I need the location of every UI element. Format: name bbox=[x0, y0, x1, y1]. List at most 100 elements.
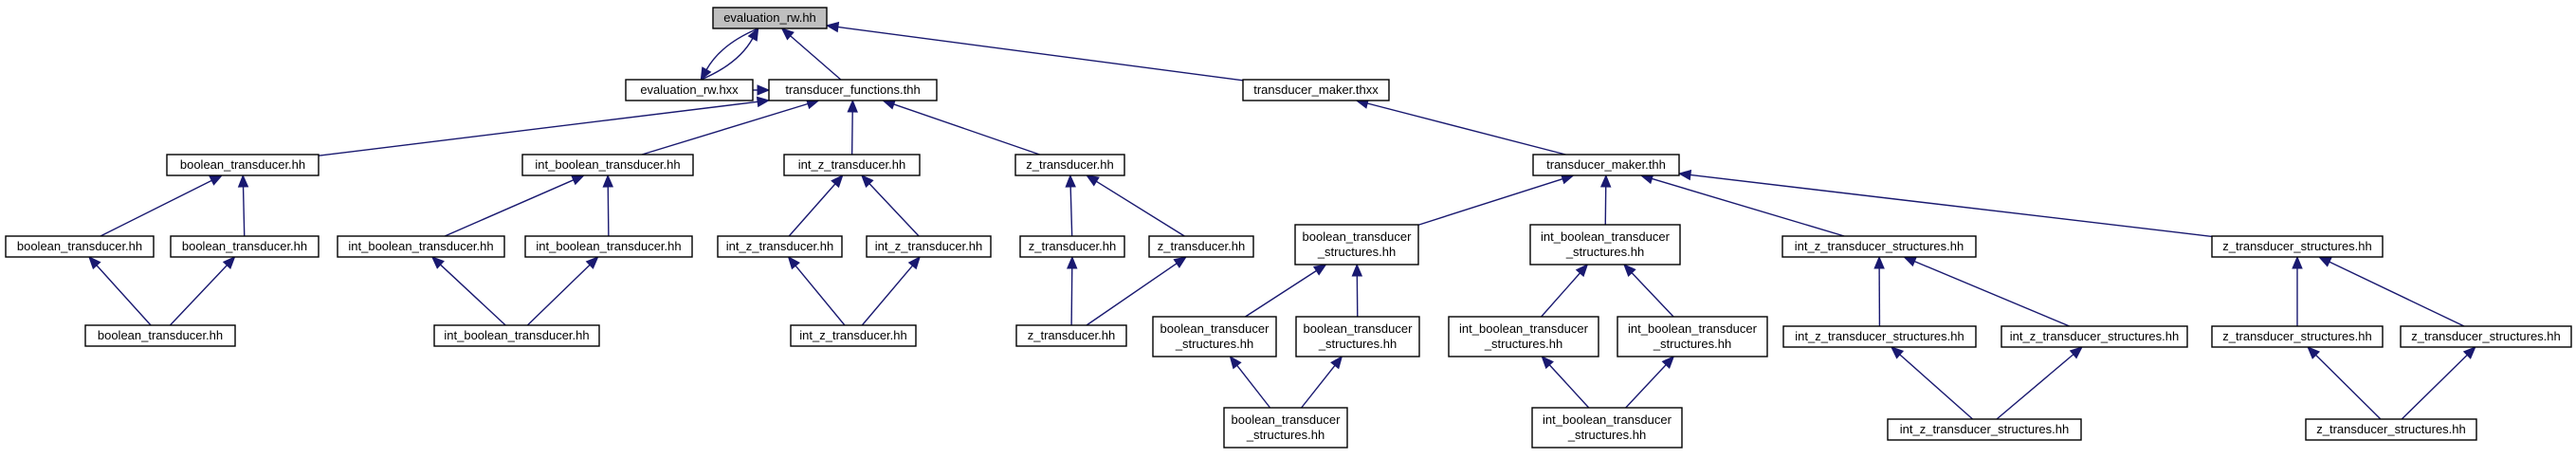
graph-node[interactable]: int_boolean_transducer_structures.hh bbox=[1617, 316, 1768, 357]
node-box[interactable] bbox=[768, 79, 938, 101]
graph-node[interactable]: z_transducer_structures.hh bbox=[2211, 235, 2384, 258]
node-label: z_transducer_structures.hh bbox=[2316, 422, 2466, 436]
node-label: evaluation_rw.hh bbox=[723, 10, 816, 25]
graph-node[interactable]: boolean_transducer_structures.hh bbox=[1295, 316, 1420, 357]
node-box[interactable] bbox=[783, 154, 921, 176]
graph-node[interactable]: z_transducer.hh bbox=[1019, 235, 1125, 258]
edge-line bbox=[1690, 174, 2213, 238]
node-label: z_transducer.hh bbox=[1158, 239, 1246, 253]
edge-line bbox=[607, 186, 610, 237]
graph-node[interactable]: int_boolean_transducer_structures.hh bbox=[1529, 224, 1681, 266]
node-box[interactable] bbox=[2400, 325, 2572, 348]
graph-node[interactable]: int_z_transducer.hh bbox=[866, 235, 992, 258]
edge-n24-to-n16 bbox=[1086, 256, 1188, 326]
node-box[interactable] bbox=[84, 324, 236, 347]
graph-node[interactable]: int_z_transducer_structures.hh bbox=[1782, 325, 1977, 348]
node-box[interactable] bbox=[1781, 235, 1977, 258]
arrowhead bbox=[1086, 174, 1100, 187]
node-label: _structures.hh bbox=[1653, 337, 1731, 351]
node-box[interactable] bbox=[2305, 418, 2477, 441]
node-box[interactable] bbox=[1448, 316, 1599, 357]
graph-node-root[interactable]: evaluation_rw.hh bbox=[712, 7, 828, 29]
graph-node[interactable]: int_boolean_transducer_structures.hh bbox=[1448, 316, 1599, 357]
node-box[interactable] bbox=[2211, 325, 2384, 348]
graph-node[interactable]: int_boolean_transducer_structures.hh bbox=[1531, 407, 1683, 449]
arrowhead bbox=[1229, 355, 1242, 370]
edge-n28-to-n18 bbox=[1623, 264, 1674, 318]
graph-node[interactable]: int_boolean_transducer.hh bbox=[521, 154, 694, 176]
graph-node[interactable]: z_transducer_structures.hh bbox=[2305, 418, 2477, 441]
node-label: int_z_transducer.hh bbox=[798, 157, 905, 172]
node-label: int_z_transducer_structures.hh bbox=[2010, 329, 2179, 343]
edge-n1-to-n0 bbox=[701, 27, 759, 81]
node-box[interactable] bbox=[790, 324, 917, 347]
node-box[interactable] bbox=[521, 154, 694, 176]
graph-node[interactable]: int_z_transducer.hh bbox=[783, 154, 921, 176]
node-box[interactable] bbox=[1529, 224, 1681, 266]
graph-node[interactable]: int_boolean_transducer.hh bbox=[337, 235, 505, 258]
edge-n33-to-n26 bbox=[1301, 355, 1343, 409]
node-box[interactable] bbox=[717, 235, 843, 258]
graph-node[interactable]: boolean_transducer.hh bbox=[84, 324, 236, 347]
graph-node[interactable]: transducer_maker.thh bbox=[1532, 154, 1680, 176]
node-box[interactable] bbox=[1152, 316, 1277, 357]
graph-node[interactable]: evaluation_rw.hxx bbox=[625, 79, 754, 101]
graph-node[interactable]: z_transducer_structures.hh bbox=[2211, 325, 2384, 348]
edge-line bbox=[169, 265, 228, 326]
node-box[interactable] bbox=[1294, 224, 1419, 266]
node-box[interactable] bbox=[2211, 235, 2384, 258]
edge-line bbox=[1996, 354, 2074, 420]
node-box[interactable] bbox=[1242, 79, 1390, 101]
arrowhead bbox=[1677, 169, 1692, 181]
graph-node[interactable]: boolean_transducer_structures.hh bbox=[1223, 407, 1348, 449]
node-box[interactable] bbox=[625, 79, 754, 101]
node-box[interactable] bbox=[5, 235, 155, 258]
edge-line bbox=[318, 101, 758, 156]
edge-n9-to-n4 bbox=[100, 174, 224, 237]
graph-node[interactable]: transducer_functions.thh bbox=[768, 79, 938, 101]
graph-node[interactable]: int_boolean_transducer.hh bbox=[524, 235, 693, 258]
graph-node[interactable]: boolean_transducer_structures.hh bbox=[1152, 316, 1277, 357]
node-label: int_boolean_transducer bbox=[1459, 321, 1589, 336]
graph-node[interactable]: boolean_transducer.hh bbox=[5, 235, 155, 258]
node-box[interactable] bbox=[1019, 235, 1125, 258]
edge-n11-to-n5 bbox=[444, 174, 585, 237]
node-box[interactable] bbox=[1532, 154, 1680, 176]
node-box[interactable] bbox=[866, 235, 992, 258]
graph-node[interactable]: z_transducer_structures.hh bbox=[2400, 325, 2572, 348]
node-box[interactable] bbox=[1617, 316, 1768, 357]
graph-node[interactable]: z_transducer.hh bbox=[1014, 154, 1125, 176]
graph-node[interactable]: z_transducer.hh bbox=[1015, 324, 1127, 347]
graph-node[interactable]: z_transducer.hh bbox=[1148, 235, 1254, 258]
node-box[interactable] bbox=[712, 7, 828, 29]
node-box[interactable] bbox=[1887, 418, 2082, 441]
node-box[interactable] bbox=[1014, 154, 1125, 176]
arrowhead bbox=[88, 256, 101, 270]
node-label: transducer_maker.thxx bbox=[1253, 82, 1379, 97]
node-box[interactable] bbox=[1015, 324, 1127, 347]
node-box[interactable] bbox=[2001, 325, 2188, 348]
graph-node[interactable]: boolean_transducer.hh bbox=[170, 235, 320, 258]
node-box[interactable] bbox=[1223, 407, 1348, 449]
graph-node[interactable]: int_z_transducer.hh bbox=[790, 324, 917, 347]
node-box[interactable] bbox=[166, 154, 320, 176]
node-box[interactable] bbox=[433, 324, 600, 347]
node-box[interactable] bbox=[1531, 407, 1683, 449]
node-label: boolean_transducer bbox=[1304, 321, 1414, 336]
graph-node[interactable]: int_z_transducer.hh bbox=[717, 235, 843, 258]
graph-node[interactable]: int_boolean_transducer.hh bbox=[433, 324, 600, 347]
node-box[interactable] bbox=[1295, 316, 1420, 357]
arrowhead bbox=[222, 256, 236, 270]
graph-node[interactable]: transducer_maker.thxx bbox=[1242, 79, 1390, 101]
graph-node[interactable]: int_z_transducer_structures.hh bbox=[1887, 418, 2082, 441]
node-box[interactable] bbox=[170, 235, 320, 258]
node-box[interactable] bbox=[524, 235, 693, 258]
node-box[interactable] bbox=[1782, 325, 1977, 348]
graph-node[interactable]: boolean_transducer_structures.hh bbox=[1294, 224, 1419, 266]
graph-node[interactable]: int_z_transducer_structures.hh bbox=[1781, 235, 1977, 258]
node-box[interactable] bbox=[337, 235, 505, 258]
graph-node[interactable]: int_z_transducer_structures.hh bbox=[2001, 325, 2188, 348]
arrowhead bbox=[1351, 263, 1363, 277]
node-box[interactable] bbox=[1148, 235, 1254, 258]
graph-node[interactable]: boolean_transducer.hh bbox=[166, 154, 320, 176]
